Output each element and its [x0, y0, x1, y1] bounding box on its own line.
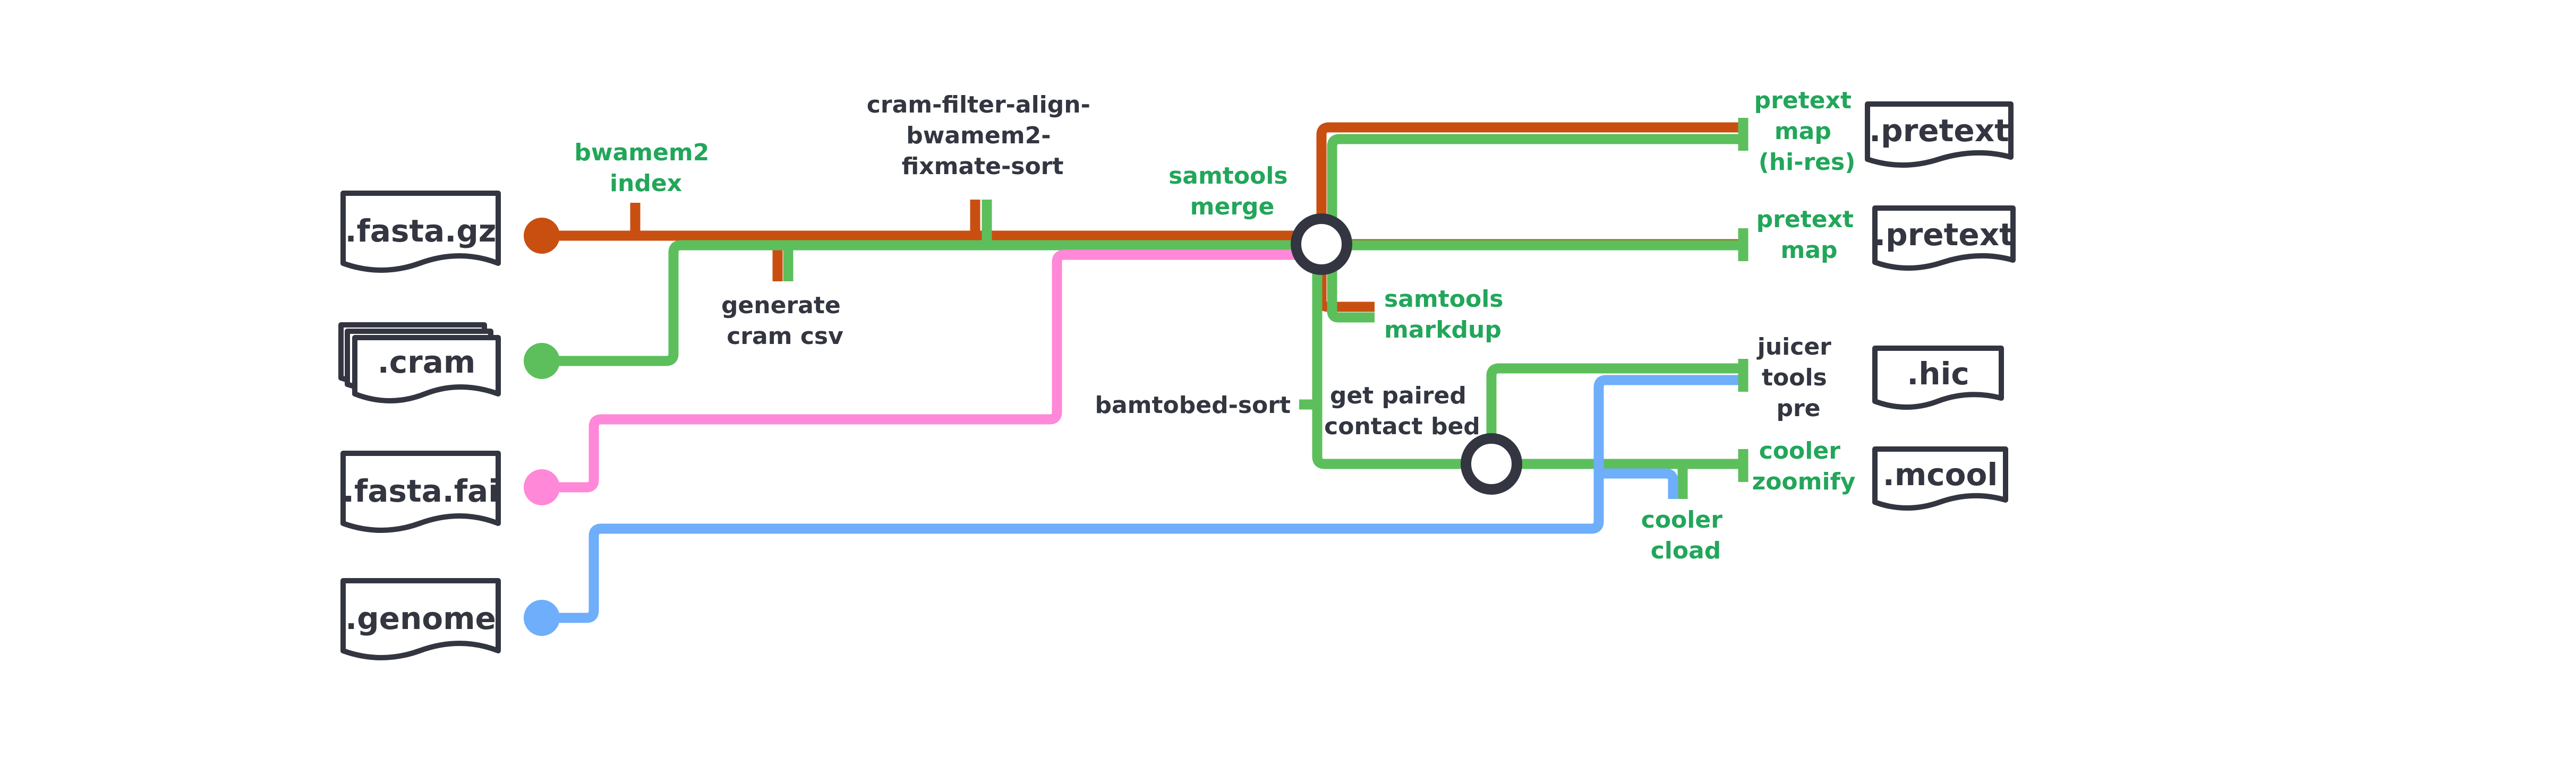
genome-label: .genome	[345, 600, 496, 636]
reference-line-hires	[1316, 122, 1743, 244]
fai-line	[542, 249, 1321, 493]
genome-line	[542, 375, 1743, 623]
fasta-gz-doc	[340, 191, 501, 273]
samtools-markdup-label: samtools markdup	[1384, 286, 1512, 343]
hic-label: .hic	[1907, 356, 1969, 392]
generate-cram-csv-label: generate cram csv	[721, 292, 849, 350]
hic-line-down	[1312, 244, 1491, 469]
pretext-hires-label: .pretext	[1869, 113, 2009, 149]
cram-doc	[352, 335, 501, 403]
hic-line-hires	[1327, 134, 1743, 244]
mcool-label: .mcool	[1883, 456, 1998, 493]
cram-input-dot	[524, 343, 560, 379]
bwamem2-index-label: bwamem2 index	[574, 139, 717, 197]
step-labels: bwamem2 index generate cram csv cram-fil…	[574, 87, 1862, 564]
pretext-hires-doc	[1865, 101, 2014, 168]
fasta-fai-doc	[340, 451, 501, 533]
pretext-map-hires-label: pretext map (hi-res)	[1754, 87, 1860, 176]
bamtobed-sort-label: bamtobed-sort	[1095, 392, 1291, 419]
hic-line-markdup	[1327, 244, 1375, 323]
genome-input-dot	[524, 600, 560, 636]
junction-stations	[1291, 213, 1522, 495]
juicer-tools-pre-label: juicer tools pre	[1756, 333, 1839, 422]
hic-line-juicer	[1486, 363, 1743, 464]
genome-line-cload	[1599, 468, 1678, 499]
pretext-label: .pretext	[1874, 217, 2014, 253]
pipeline-lines	[542, 118, 1748, 623]
hic-line-main	[542, 240, 1321, 366]
fasta-gz-input-dot	[524, 218, 560, 254]
get-paired-contact-bed-label: get paired contact bed	[1324, 382, 1480, 440]
cram-filter-label: cram-filter-align- bwamem2- fixmate-sort	[867, 91, 1098, 180]
mcool-doc	[1872, 446, 2008, 511]
genome-doc	[340, 578, 501, 660]
cooler-cload-label: cooler cload	[1641, 506, 1731, 564]
cooler-zoomify-label: cooler zoomify	[1752, 437, 1856, 495]
samtools-merge-label: samtools merge	[1168, 162, 1296, 220]
fasta-gz-label: .fasta.gz	[345, 213, 496, 249]
pretext-map-label: pretext map	[1756, 206, 1862, 264]
samtools-merge-station	[1291, 213, 1352, 275]
fasta-fai-input-dot	[524, 469, 560, 505]
file-labels: .fasta.gz .cram .fasta.fai .genome .pret…	[343, 113, 2014, 636]
hic-doc	[1872, 346, 2004, 410]
pretext-doc	[1872, 205, 2016, 271]
document-shapes	[338, 101, 2016, 660]
fasta-fai-label: .fasta.fai	[343, 473, 499, 509]
input-circles	[524, 218, 560, 636]
cram-label: .cram	[378, 344, 476, 380]
contact-bed-station	[1461, 433, 1522, 495]
